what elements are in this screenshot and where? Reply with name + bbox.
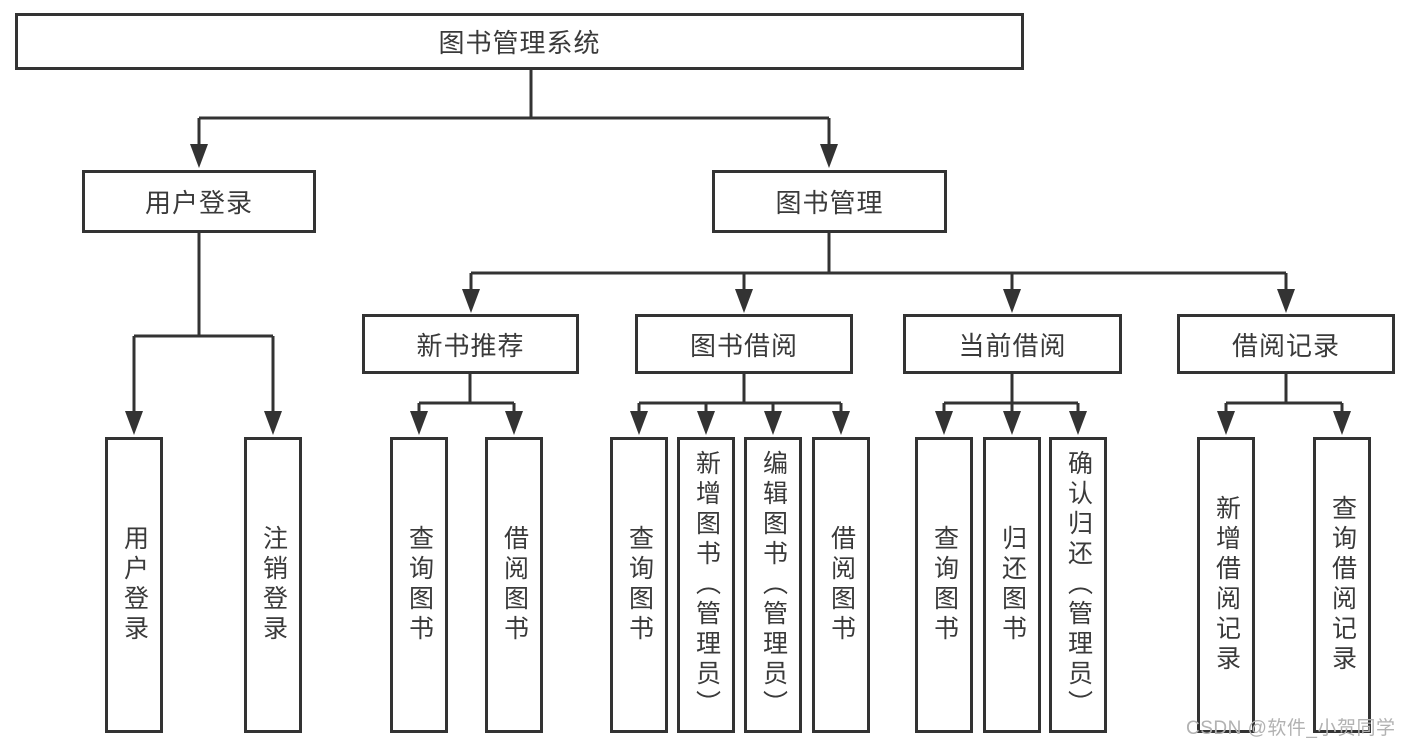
node-book-management: 图书管理 xyxy=(712,170,947,233)
node-library-system-label: 图书管理系统 xyxy=(438,28,601,58)
leaf-add-books-admin: 新增图书（管理员） xyxy=(677,437,735,733)
leaf-borrow-query-books: 查询图书 xyxy=(610,437,668,733)
node-borrow-records: 借阅记录 xyxy=(1177,314,1395,374)
leaf-return-books: 归还图书 xyxy=(983,437,1041,733)
leaf-add-books-admin-label: 新增图书（管理员） xyxy=(692,450,721,720)
leaf-add-borrow-record-label: 新增借阅记录 xyxy=(1212,495,1241,675)
leaf-return-books-label: 归还图书 xyxy=(998,525,1027,645)
node-book-management-label: 图书管理 xyxy=(775,188,884,218)
node-borrow-records-label: 借阅记录 xyxy=(1231,330,1340,361)
leaf-logout: 注销登录 xyxy=(244,437,302,733)
leaf-recommend-query-books: 查询图书 xyxy=(390,437,448,733)
leaf-add-borrow-record: 新增借阅记录 xyxy=(1197,437,1255,733)
csdn-watermark: CSDN @软件_小贺同学 xyxy=(1186,718,1396,739)
leaf-query-borrow-record-label: 查询借阅记录 xyxy=(1328,495,1357,675)
node-new-book-recommend-label: 新书推荐 xyxy=(416,330,525,361)
leaf-logout-label: 注销登录 xyxy=(259,525,288,645)
leaf-user-login-label: 用户登录 xyxy=(120,525,149,645)
leaf-query-borrow-record: 查询借阅记录 xyxy=(1313,437,1371,733)
node-user-login-label: 用户登录 xyxy=(144,188,253,218)
leaf-borrow-query-books-label: 查询图书 xyxy=(625,525,654,645)
node-current-borrow: 当前借阅 xyxy=(903,314,1122,374)
leaf-edit-books-admin-label: 编辑图书（管理员） xyxy=(759,450,788,720)
leaf-recommend-query-books-label: 查询图书 xyxy=(405,525,434,645)
arrowheads xyxy=(125,144,1351,435)
node-book-borrow: 图书借阅 xyxy=(635,314,853,374)
leaf-edit-books-admin: 编辑图书（管理员） xyxy=(744,437,802,733)
leaf-current-query-books: 查询图书 xyxy=(915,437,973,733)
node-new-book-recommend: 新书推荐 xyxy=(362,314,579,374)
leaf-borrow-books: 借阅图书 xyxy=(812,437,870,733)
node-library-system: 图书管理系统 xyxy=(15,13,1024,70)
node-current-borrow-label: 当前借阅 xyxy=(958,330,1067,361)
leaf-recommend-borrow-books-label: 借阅图书 xyxy=(500,525,529,645)
leaf-current-query-books-label: 查询图书 xyxy=(930,525,959,645)
node-user-login: 用户登录 xyxy=(82,170,316,233)
node-book-borrow-label: 图书借阅 xyxy=(689,330,798,361)
leaf-recommend-borrow-books: 借阅图书 xyxy=(485,437,543,733)
leaf-confirm-return-admin-label: 确认归还（管理员） xyxy=(1064,450,1093,720)
leaf-borrow-books-label: 借阅图书 xyxy=(827,525,856,645)
leaf-user-login: 用户登录 xyxy=(105,437,163,733)
leaf-confirm-return-admin: 确认归还（管理员） xyxy=(1049,437,1107,733)
